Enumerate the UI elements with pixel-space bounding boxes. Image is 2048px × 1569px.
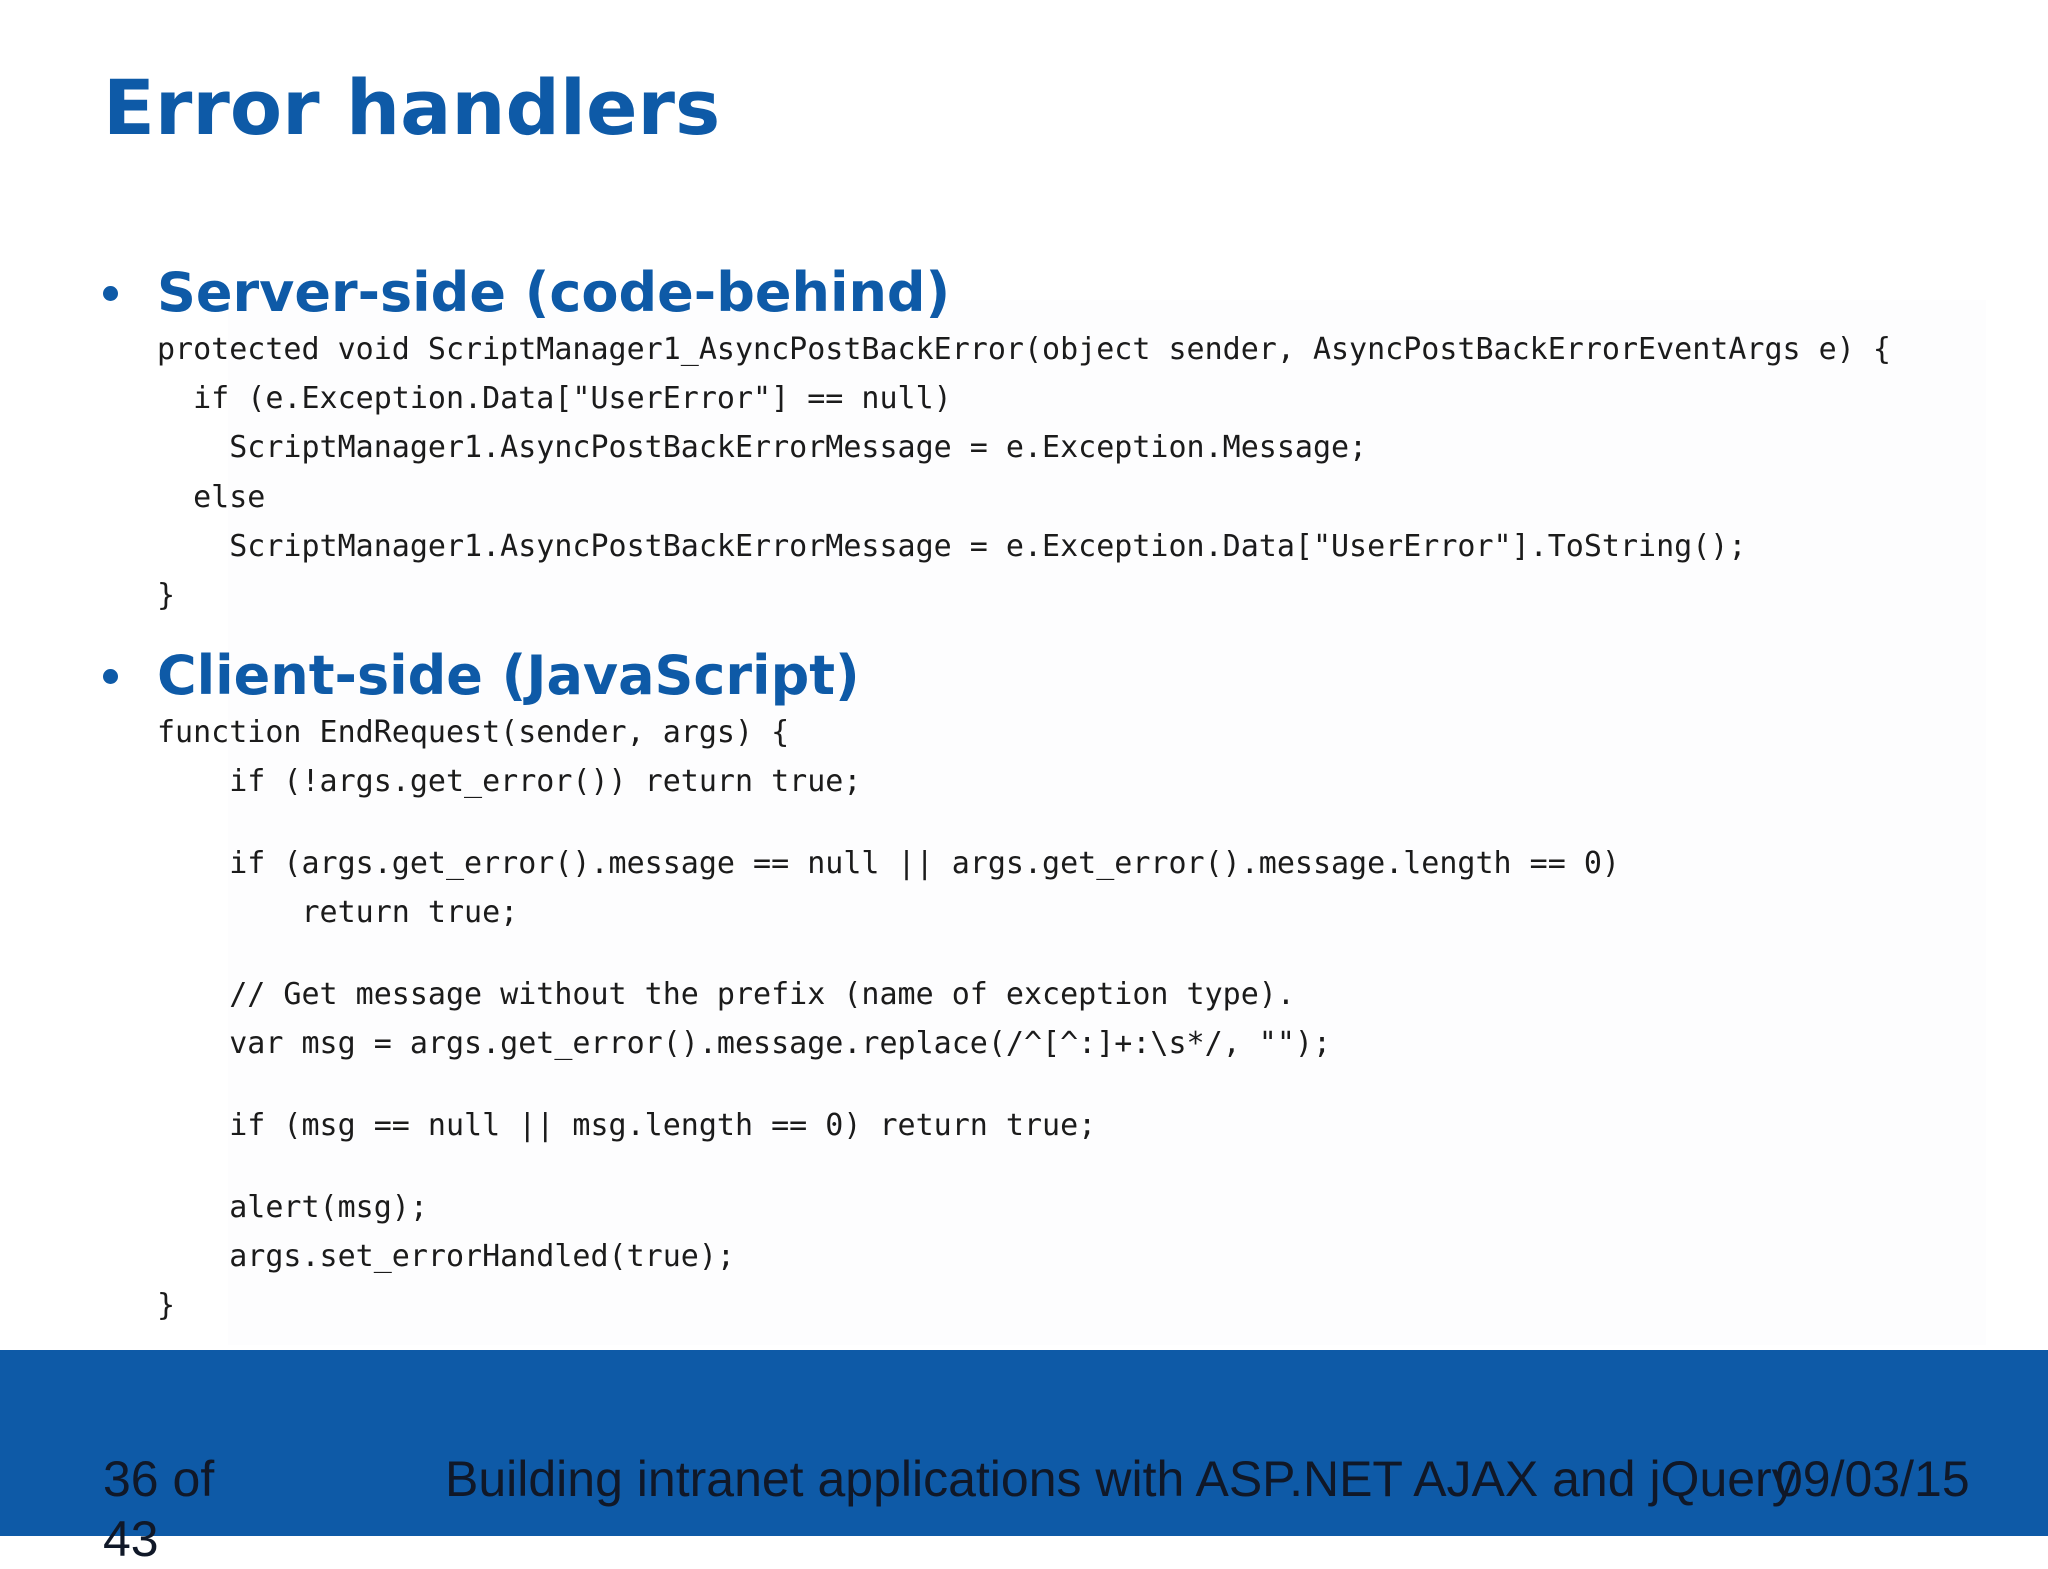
code-line: if (!args.get_error()) return true; (157, 764, 862, 799)
code-line: ScriptManager1.AsyncPostBackErrorMessage… (157, 529, 1747, 564)
client-side-heading-label: Client-side (JavaScript) (157, 644, 860, 707)
code-line: if (e.Exception.Data["UserError"] == nul… (157, 381, 952, 416)
code-line: } (157, 1288, 176, 1323)
slide-title: Error handlers (103, 63, 721, 152)
bullet-icon (103, 286, 118, 301)
code-line: if (msg == null || msg.length == 0) retu… (157, 1108, 1097, 1143)
code-line: } (157, 578, 176, 613)
code-line: function EndRequest(sender, args) { (157, 715, 790, 750)
slide-number: 36 of 43 (103, 1451, 215, 1567)
code-line: return true; (157, 895, 519, 930)
code-panel (228, 300, 1986, 1345)
presentation-title: Building intranet applications with ASP.… (445, 1451, 1797, 1507)
code-line: args.set_errorHandled(true); (157, 1239, 735, 1274)
slide-date: 09/03/15 (1775, 1451, 1970, 1507)
code-line: else (157, 480, 266, 515)
server-side-heading-label: Server-side (code-behind) (157, 261, 951, 324)
code-line: alert(msg); (157, 1190, 428, 1225)
code-line: var msg = args.get_error().message.repla… (157, 1026, 1331, 1061)
slide-footer: 36 of 43 Building intranet applications … (0, 1350, 2048, 1567)
bullet-icon (103, 669, 118, 684)
code-line: ScriptManager1.AsyncPostBackErrorMessage… (157, 430, 1368, 465)
code-line: if (args.get_error().message == null || … (157, 846, 1620, 881)
code-line: protected void ScriptManager1_AsyncPostB… (157, 332, 1891, 367)
code-comment-line: // Get message without the prefix (name … (157, 977, 1295, 1012)
